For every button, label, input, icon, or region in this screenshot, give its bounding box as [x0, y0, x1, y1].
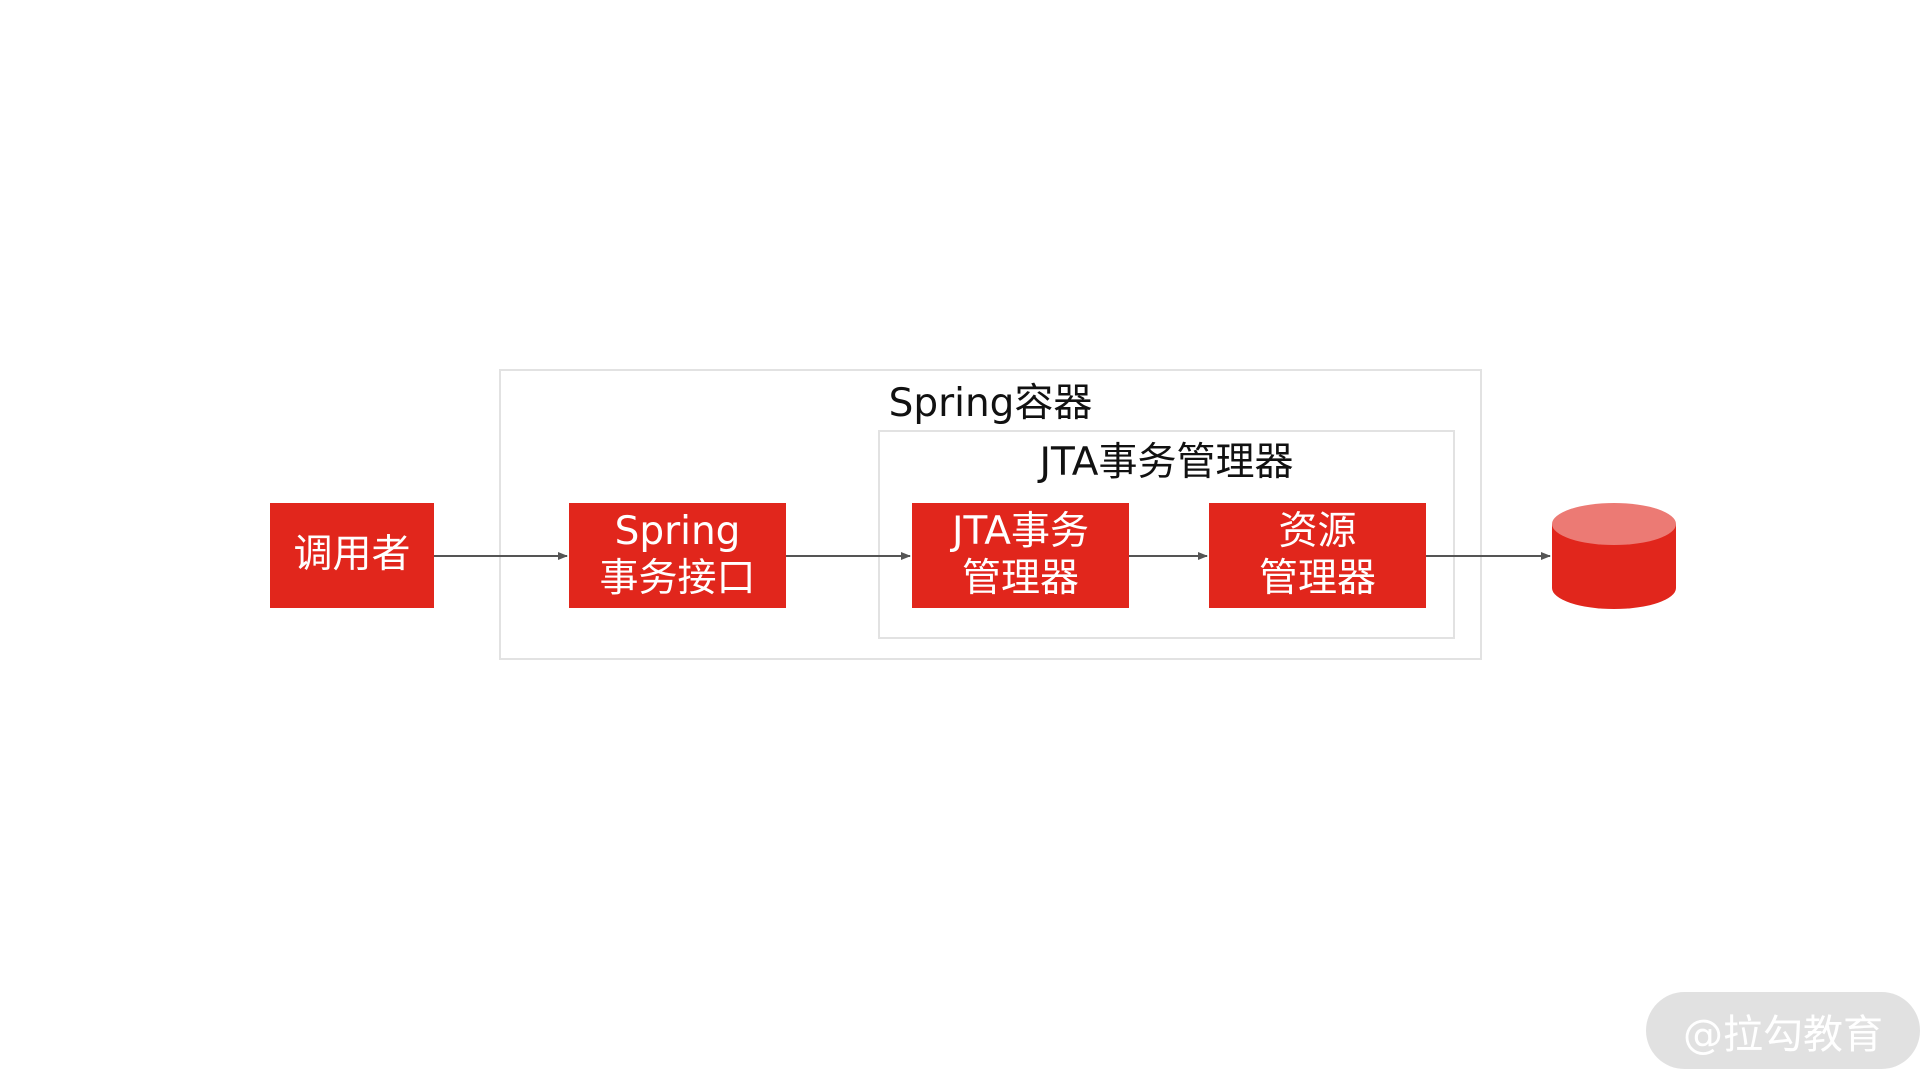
watermark-text: @拉勾教育 [1683, 1011, 1883, 1058]
spring-interface-label-line1: Spring [614, 509, 741, 555]
resource-manager-node: 资源 管理器 [1209, 503, 1426, 608]
spring-interface-label-line2: 事务接口 [599, 555, 756, 601]
spring-transaction-interface-node: Spring 事务接口 [569, 503, 786, 608]
jta-manager-label-line1: JTA事务 [952, 509, 1089, 555]
jta-transaction-manager-node: JTA事务 管理器 [912, 503, 1129, 608]
jta-manager-label-line2: 管理器 [961, 555, 1079, 601]
spring-container-frame: Spring容器 [499, 369, 1482, 660]
resource-manager-label-line2: 管理器 [1258, 555, 1376, 601]
spring-container-title: Spring容器 [888, 381, 1093, 426]
caller-node-label: 调用者 [293, 532, 411, 578]
jta-container-frame: JTA事务管理器 [878, 430, 1455, 639]
jta-container-title: JTA事务管理器 [1039, 440, 1294, 485]
watermark-badge: @拉勾教育 [1646, 992, 1920, 1069]
database-cylinder-icon [1552, 503, 1676, 609]
resource-manager-label-line1: 资源 [1278, 509, 1357, 555]
caller-node: 调用者 [270, 503, 434, 608]
